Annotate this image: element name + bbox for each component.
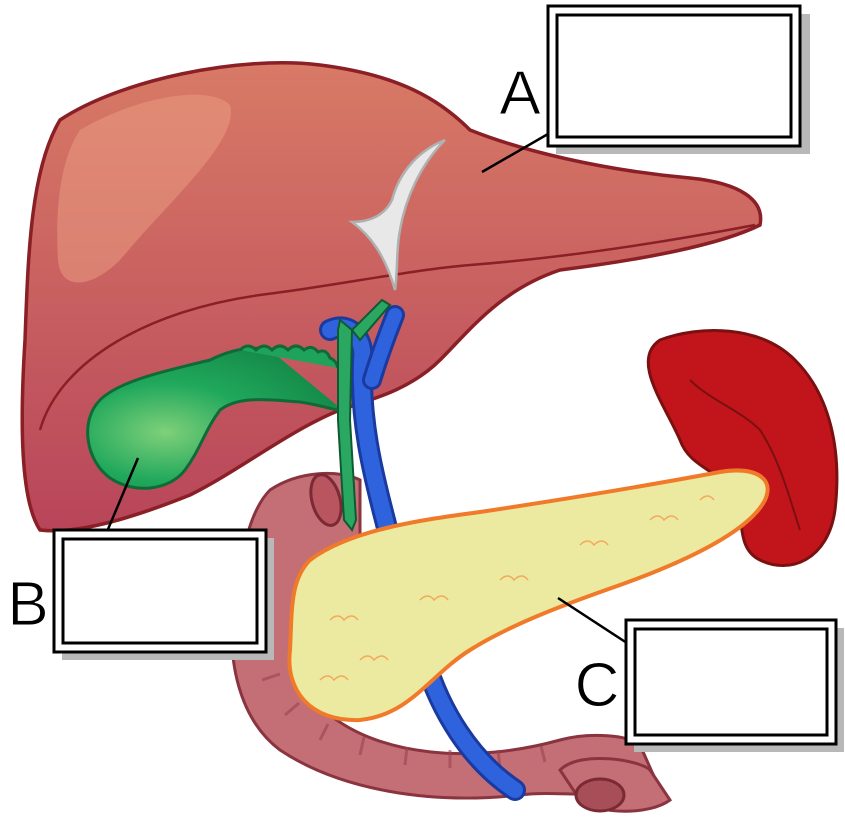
label-a: A (499, 59, 541, 128)
leader-line-c (558, 598, 630, 645)
label-b: B (7, 570, 48, 639)
label-c: C (575, 651, 620, 720)
answer-box-a[interactable] (548, 6, 810, 154)
answer-box-c[interactable] (626, 620, 844, 752)
answer-box-b[interactable] (54, 530, 274, 660)
